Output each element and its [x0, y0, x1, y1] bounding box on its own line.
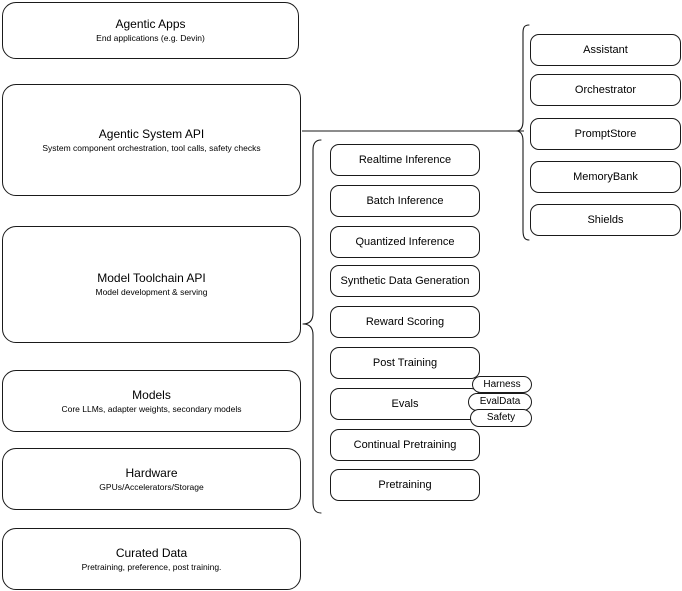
- system-component-memorybank[interactable]: MemoryBank: [530, 161, 681, 193]
- capability-evals[interactable]: Evals: [330, 388, 480, 420]
- layer-title: Agentic System API: [98, 126, 205, 141]
- eval-subcomponent-label: EvalData: [479, 396, 521, 407]
- layer-title: Curated Data: [115, 545, 188, 560]
- layer-models[interactable]: Models Core LLMs, adapter weights, secon…: [2, 370, 301, 432]
- system-component-promptstore[interactable]: PromptStore: [530, 118, 681, 150]
- layer-subtitle: Core LLMs, adapter weights, secondary mo…: [61, 403, 242, 414]
- capability-label: Post Training: [372, 357, 438, 369]
- layer-agentic-apps[interactable]: Agentic Apps End applications (e.g. Devi…: [2, 2, 299, 59]
- capability-label: Realtime Inference: [358, 154, 452, 166]
- capability-reward-scoring[interactable]: Reward Scoring: [330, 306, 480, 338]
- capability-label: Synthetic Data Generation: [340, 275, 470, 287]
- system-component-label: PromptStore: [574, 128, 637, 140]
- layer-hardware[interactable]: Hardware GPUs/Accelerators/Storage: [2, 448, 301, 510]
- capability-label: Quantized Inference: [355, 236, 455, 248]
- layer-title: Models: [132, 387, 171, 402]
- capability-post-training[interactable]: Post Training: [330, 347, 480, 379]
- system-component-assistant[interactable]: Assistant: [530, 34, 681, 66]
- layer-model-toolchain-api[interactable]: Model Toolchain API Model development & …: [2, 226, 301, 343]
- layer-curated-data[interactable]: Curated Data Pretraining, preference, po…: [2, 528, 301, 590]
- system-component-orchestrator[interactable]: Orchestrator: [530, 74, 681, 106]
- layer-title: Model Toolchain API: [97, 271, 206, 285]
- capability-quantized-inference[interactable]: Quantized Inference: [330, 226, 480, 258]
- layer-subtitle: System component orchestration, tool cal…: [42, 142, 261, 153]
- capability-label: Reward Scoring: [365, 316, 445, 328]
- eval-subcomponent-label: Harness: [483, 378, 521, 390]
- brace-toolchain-capabilities: [300, 136, 324, 520]
- layer-subtitle: Pretraining, preference, post training.: [81, 561, 222, 572]
- eval-subcomponent-harness[interactable]: Harness: [472, 376, 532, 393]
- layer-subtitle: Model development & serving: [95, 287, 208, 297]
- eval-subcomponent-safety[interactable]: Safety: [470, 409, 532, 427]
- capability-batch-inference[interactable]: Batch Inference: [330, 185, 480, 217]
- system-component-label: Assistant: [583, 44, 628, 56]
- capability-synthetic-data-generation[interactable]: Synthetic Data Generation: [330, 265, 480, 297]
- layer-title: Hardware: [125, 465, 178, 480]
- layer-subtitle: GPUs/Accelerators/Storage: [99, 481, 204, 492]
- system-component-label: Orchestrator: [574, 84, 637, 96]
- layer-agentic-system-api[interactable]: Agentic System API System component orch…: [2, 84, 301, 196]
- system-component-label: MemoryBank: [573, 171, 638, 183]
- capability-realtime-inference[interactable]: Realtime Inference: [330, 144, 480, 176]
- capability-label: Batch Inference: [366, 195, 444, 207]
- eval-subcomponent-label: Safety: [486, 412, 516, 423]
- capability-pretraining[interactable]: Pretraining: [330, 469, 480, 501]
- connector-system-api-to-components: [300, 120, 530, 144]
- capability-label: Continual Pretraining: [353, 439, 457, 451]
- system-component-shields[interactable]: Shields: [530, 204, 681, 236]
- layer-subtitle: End applications (e.g. Devin): [96, 33, 205, 43]
- system-component-label: Shields: [587, 214, 624, 226]
- capability-continual-pretraining[interactable]: Continual Pretraining: [330, 429, 480, 461]
- capability-label: Evals: [391, 398, 419, 410]
- layer-title: Agentic Apps: [115, 17, 186, 31]
- capability-label: Pretraining: [378, 479, 432, 491]
